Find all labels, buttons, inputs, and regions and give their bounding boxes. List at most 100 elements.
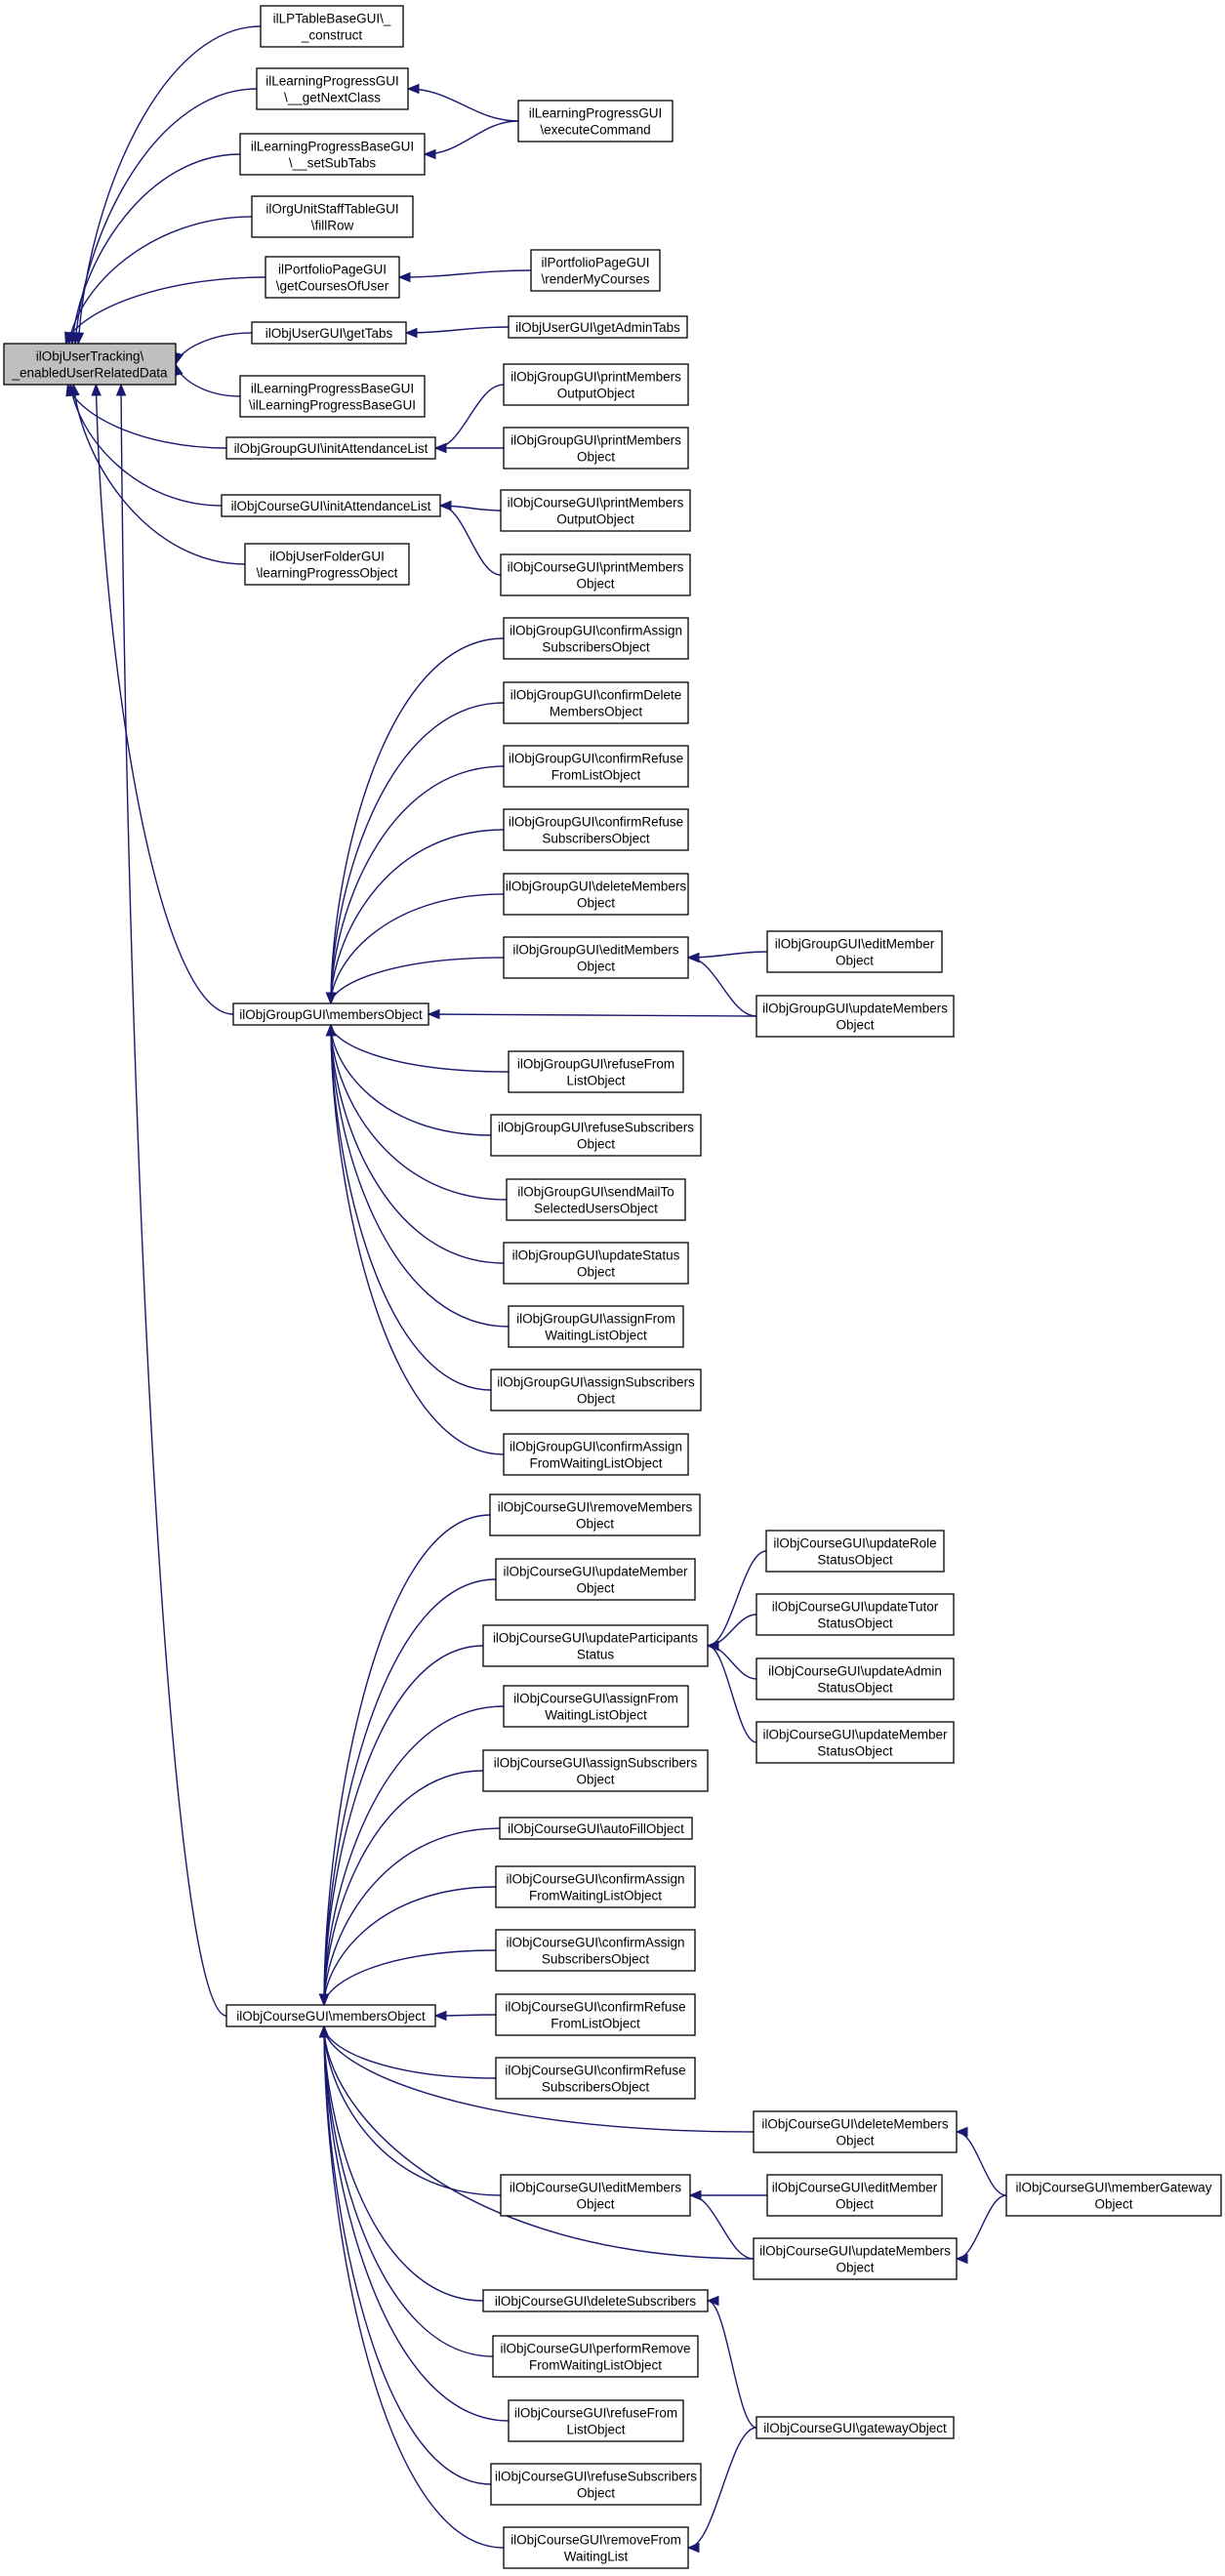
edge-portfolio-render-my-courses-to-portfolio-get-courses bbox=[398, 269, 532, 278]
node-crs-confirm-refuse-subs[interactable]: ilObjCourseGUI\confirmRefuseSubscribersO… bbox=[495, 2057, 696, 2100]
node-label-line: ilObjCourseGUI\updateAdmin bbox=[768, 1664, 942, 1679]
edge-crs-delete-subscribers-to-crs-members-object bbox=[323, 2025, 484, 2302]
node-label-line: ilObjCourseGUI\editMembers bbox=[510, 2181, 682, 2195]
node-grp-init-attendance[interactable]: ilObjGroupGUI\initAttendanceList bbox=[225, 436, 436, 460]
node-portfolio-get-courses[interactable]: ilPortfolioPageGUI\getCoursesOfUser bbox=[265, 256, 400, 299]
node-label-line: ilObjCourseGUI\updateRole bbox=[773, 1536, 936, 1551]
node-user-get-tabs[interactable]: ilObjUserGUI\getTabs bbox=[251, 321, 407, 345]
node-label-line: ilObjCourseGUI\confirmAssign bbox=[506, 1936, 684, 1950]
node-lp-table-base[interactable]: ilLPTableBaseGUI\__construct bbox=[260, 5, 404, 48]
node-label-line: ilLearningProgressGUI bbox=[265, 74, 399, 89]
node-crs-confirm-assign-subs[interactable]: ilObjCourseGUI\confirmAssignSubscribersO… bbox=[495, 1929, 696, 1972]
node-grp-confirm-assign-waiting[interactable]: ilObjGroupGUI\confirmAssignFromWaitingLi… bbox=[503, 1433, 689, 1476]
node-box bbox=[503, 1433, 689, 1476]
edge-crs-assign-subs-to-crs-members-object bbox=[323, 1770, 484, 2006]
node-box bbox=[503, 2526, 689, 2569]
node-label-line: ilObjGroupGUI\sendMailTo bbox=[517, 1185, 674, 1200]
node-user-folder-lp[interactable]: ilObjUserFolderGUI\learningProgressObjec… bbox=[244, 543, 410, 586]
node-crs-perform-remove[interactable]: ilObjCourseGUI\performRemoveFromWaitingL… bbox=[492, 2335, 699, 2378]
node-grp-confirm-refuse-from-list[interactable]: ilObjGroupGUI\confirmRefuseFromListObjec… bbox=[503, 745, 689, 788]
node-grp-confirm-assign-subs[interactable]: ilObjGroupGUI\confirmAssignSubscribersOb… bbox=[503, 617, 689, 660]
node-crs-init-attendance[interactable]: ilObjCourseGUI\initAttendanceList bbox=[221, 494, 441, 517]
node-crs-confirm-refuse-from-list[interactable]: ilObjCourseGUI\confirmRefuseFromListObje… bbox=[495, 1993, 696, 2036]
node-lp-base-ctor[interactable]: ilLearningProgressBaseGUI\ilLearningProg… bbox=[239, 375, 426, 418]
node-label-line: _enabledUserRelatedData bbox=[11, 366, 168, 381]
node-crs-gateway-object[interactable]: ilObjCourseGUI\gatewayObject bbox=[755, 2416, 955, 2439]
node-grp-members-object[interactable]: ilObjGroupGUI\membersObject bbox=[232, 1002, 429, 1026]
node-label-line: ilObjCourseGUI\assignFrom bbox=[513, 1692, 678, 1706]
node-lp-base-set-sub-tabs[interactable]: ilLearningProgressBaseGUI\__setSubTabs bbox=[239, 133, 426, 176]
node-box bbox=[251, 195, 414, 238]
node-box bbox=[500, 553, 691, 596]
node-label-line: ilObjCourseGUI\deleteSubscribers bbox=[495, 2294, 697, 2309]
node-label-line: Object bbox=[836, 2134, 874, 2148]
node-org-unit-fill-row[interactable]: ilOrgUnitStaffTableGUI\fillRow bbox=[251, 195, 414, 238]
node-label-line: SelectedUsersObject bbox=[534, 1202, 658, 1216]
node-label-line: ilObjCourseGUI\memberGateway bbox=[1015, 2181, 1211, 2195]
node-label-line: StatusObject bbox=[817, 1616, 893, 1631]
node-box bbox=[517, 100, 674, 143]
node-grp-send-mail[interactable]: ilObjGroupGUI\sendMailToSelectedUsersObj… bbox=[506, 1178, 686, 1221]
node-box bbox=[753, 2237, 958, 2280]
node-grp-confirm-refuse-subs[interactable]: ilObjGroupGUI\confirmRefuseSubscribersOb… bbox=[503, 808, 689, 851]
node-crs-members-object[interactable]: ilObjCourseGUI\membersObject bbox=[225, 2004, 436, 2027]
edge-crs-refuse-subs-to-crs-members-object bbox=[323, 2025, 492, 2485]
node-label-line: ilObjGroupGUI\printMembers bbox=[510, 370, 681, 385]
node-box bbox=[508, 1305, 684, 1348]
node-grp-assign-from-waiting[interactable]: ilObjGroupGUI\assignFromWaitingListObjec… bbox=[508, 1305, 684, 1348]
node-crs-delete-subscribers[interactable]: ilObjCourseGUI\deleteSubscribers bbox=[482, 2289, 709, 2312]
node-box bbox=[753, 2110, 958, 2153]
node-lp-execute-command[interactable]: ilLearningProgressGUI\executeCommand bbox=[517, 100, 674, 143]
edge-crs-delete-members-to-crs-members-object bbox=[323, 2025, 755, 2133]
edge-crs-members-object-to-root bbox=[120, 384, 227, 2017]
node-portfolio-render-my-courses[interactable]: ilPortfolioPageGUI\renderMyCourses bbox=[530, 249, 661, 292]
node-label-line: ilObjGroupGUI\confirmDelete bbox=[510, 688, 682, 703]
node-crs-confirm-assign-waiting[interactable]: ilObjCourseGUI\confirmAssignFromWaitingL… bbox=[495, 1865, 696, 1908]
node-label-line: Object bbox=[836, 954, 874, 968]
node-crs-assign-from-waiting[interactable]: ilObjCourseGUI\assignFromWaitingListObje… bbox=[503, 1685, 689, 1728]
node-lp-get-next-class[interactable]: ilLearningProgressGUI\__getNextClass bbox=[256, 67, 409, 110]
node-label-line: Status bbox=[577, 1648, 615, 1662]
node-root[interactable]: ilObjUserTracking\_enabledUserRelatedDat… bbox=[3, 343, 177, 386]
arrowhead bbox=[318, 2024, 330, 2038]
node-box bbox=[482, 1749, 709, 1792]
node-box bbox=[503, 681, 689, 724]
node-crs-auto-fill[interactable]: ilObjCourseGUI\autoFillObject bbox=[499, 1817, 693, 1840]
node-user-get-admin-tabs[interactable]: ilObjUserGUI\getAdminTabs bbox=[508, 315, 688, 339]
node-box bbox=[232, 1002, 429, 1026]
node-label-line: ilObjGroupGUI\confirmAssign bbox=[510, 624, 682, 638]
edge-grp-edit-members-to-grp-members-object bbox=[330, 957, 505, 1004]
node-label-line: StatusObject bbox=[817, 1553, 893, 1568]
node-box bbox=[225, 2004, 436, 2027]
node-box bbox=[256, 67, 409, 110]
